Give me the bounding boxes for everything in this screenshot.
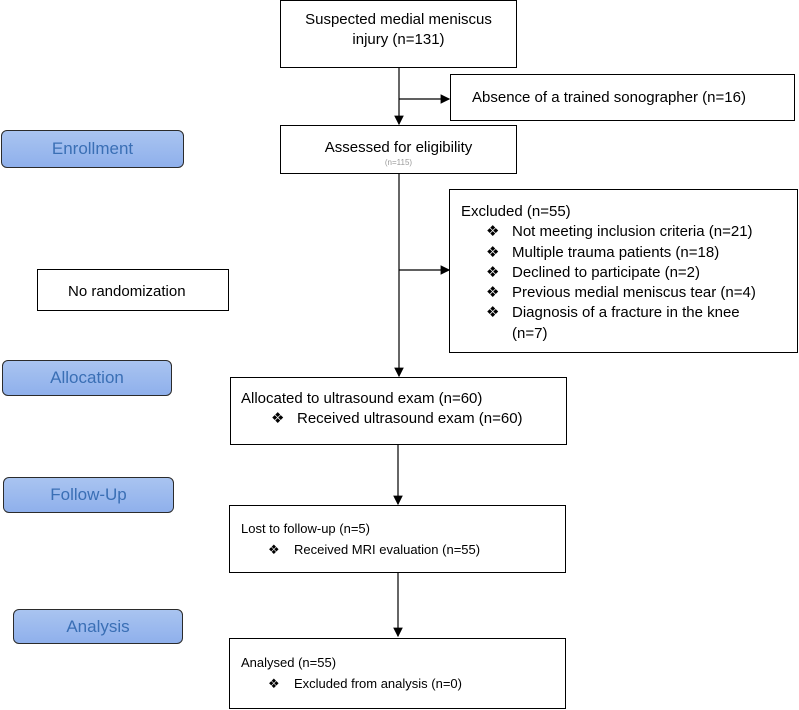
lost-title: Lost to follow-up (n=5) [241,521,370,536]
analysed-item: ❖ Excluded from analysis (n=0) [241,673,565,694]
diamond-bullet-icon: ❖ [486,243,500,261]
excluded-item: ❖ Diagnosis of a fracture in the knee (n… [486,304,740,342]
diamond-bullet-icon: ❖ [486,304,500,322]
diamond-bullet-icon: ❖ [486,263,500,281]
assessed-label: Assessed for eligibility [324,139,473,156]
excluded-item: ❖ Not meeting inclusion criteria (n=21) [486,222,797,242]
analysed-title: Analysed (n=55) [241,655,337,670]
excluded-item: ❖ Previous medial meniscus tear (n=4) [486,283,797,303]
diamond-bullet-icon: ❖ [268,542,280,558]
excluded-title: Excluded (n=55) [461,203,571,220]
absence-label: Absence of a trained sonographer (n=16) [472,89,746,106]
assessed-count-partial: (n=115) [384,158,413,168]
diamond-bullet-icon: ❖ [486,223,500,241]
diamond-bullet-icon: ❖ [271,410,285,428]
suspected-line1: Suspected medial meniscus [305,11,492,28]
stage-enrollment: Enrollment [1,130,184,168]
stage-analysis: Analysis [13,609,183,644]
diamond-bullet-icon: ❖ [268,676,280,692]
diamond-bullet-icon: ❖ [486,284,500,301]
excluded-item: ❖ Multiple trauma patients (n=18) [486,243,797,263]
allocated-item: ❖ Received ultrasound exam (n=60) [241,409,566,429]
excluded-item: ❖ Declined to participate (n=2) [486,263,797,283]
allocated-box: Allocated to ultrasound exam (n=60) ❖ Re… [230,377,567,445]
analysed-box: Analysed (n=55) ❖ Excluded from analysis… [229,638,566,709]
absence-sonographer-box: Absence of a trained sonographer (n=16) [450,74,795,121]
lost-item: ❖ Received MRI evaluation (n=55) [241,539,565,560]
stage-allocation: Allocation [2,360,172,396]
assessed-eligibility-box: Assessed for eligibility (n=115) [280,125,517,174]
lost-follow-up-box: Lost to follow-up (n=5) ❖ Received MRI e… [229,505,566,573]
suspected-injury-box: Suspected medial meniscus injury (n=131) [280,0,517,68]
stage-follow-up: Follow-Up [3,477,174,513]
no-randomization-label: No randomization [68,283,186,300]
suspected-line2: injury (n=131) [352,31,445,49]
no-randomization-box: No randomization [37,269,229,311]
excluded-box: Excluded (n=55) ❖ Not meeting inclusion … [449,189,798,353]
allocated-title: Allocated to ultrasound exam (n=60) [241,390,483,407]
